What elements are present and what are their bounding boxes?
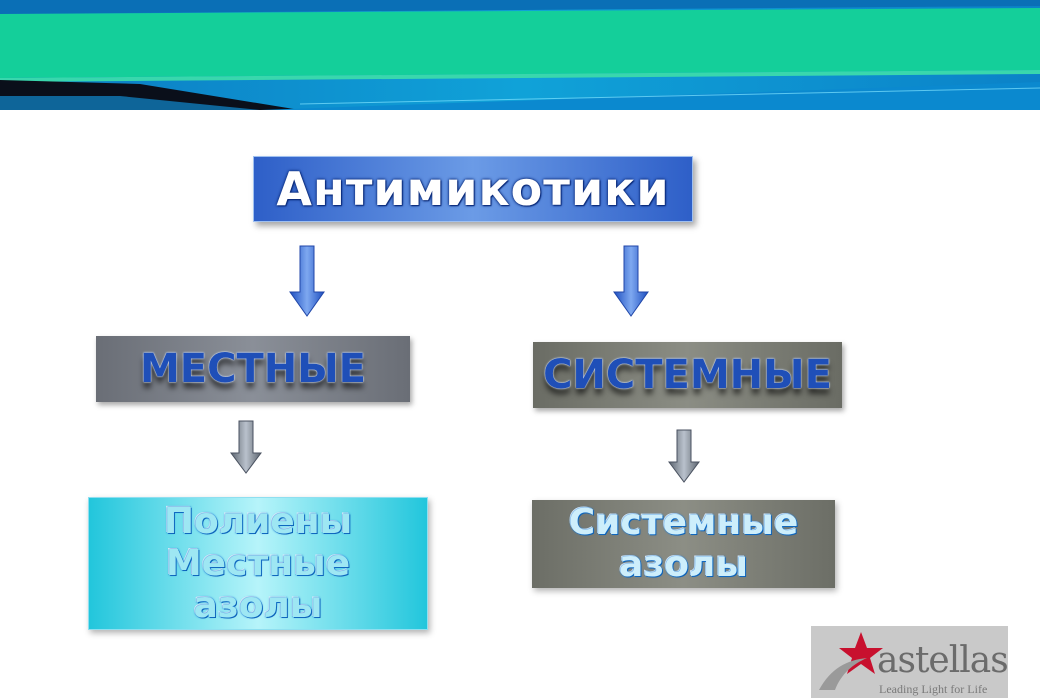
systemic-node: СИСТЕМНЫЕ [533, 342, 842, 408]
polyenes-line-2: Местные [165, 542, 351, 584]
systemic-azoles-line-2: азолы [619, 544, 748, 585]
arrow-down-icon-right [613, 245, 649, 317]
systemic-label: СИСТЕМНЫЕ [543, 352, 832, 398]
local-node: МЕСТНЫЕ [96, 336, 410, 402]
star-swoosh-icon [819, 632, 883, 690]
polyenes-local-azoles-node: Полиены Местные азолы [88, 497, 428, 630]
polyenes-line-3: азолы [193, 584, 323, 626]
arrow-down-icon-gray-left [230, 420, 262, 474]
systemic-azoles-node: Системные азолы [532, 500, 835, 588]
header-banner [0, 0, 1040, 110]
arrow-down-icon-gray-right [668, 429, 700, 483]
polyenes-line-1: Полиены [163, 500, 353, 542]
logo-wordmark: astellas [877, 640, 1009, 681]
systemic-azoles-label: Системные азолы [569, 502, 799, 586]
systemic-azoles-line-1: Системные [568, 502, 799, 543]
root-label: Антимикотики [276, 162, 670, 216]
logo-tagline: Leading Light for Life [879, 682, 988, 696]
local-label: МЕСТНЫЕ [139, 346, 366, 392]
root-node: Антимикотики [253, 156, 693, 222]
arrow-down-icon-left [289, 245, 325, 317]
polyenes-label: Полиены Местные азолы [164, 501, 352, 627]
company-logo: astellas Leading Light for Life [811, 626, 1009, 698]
